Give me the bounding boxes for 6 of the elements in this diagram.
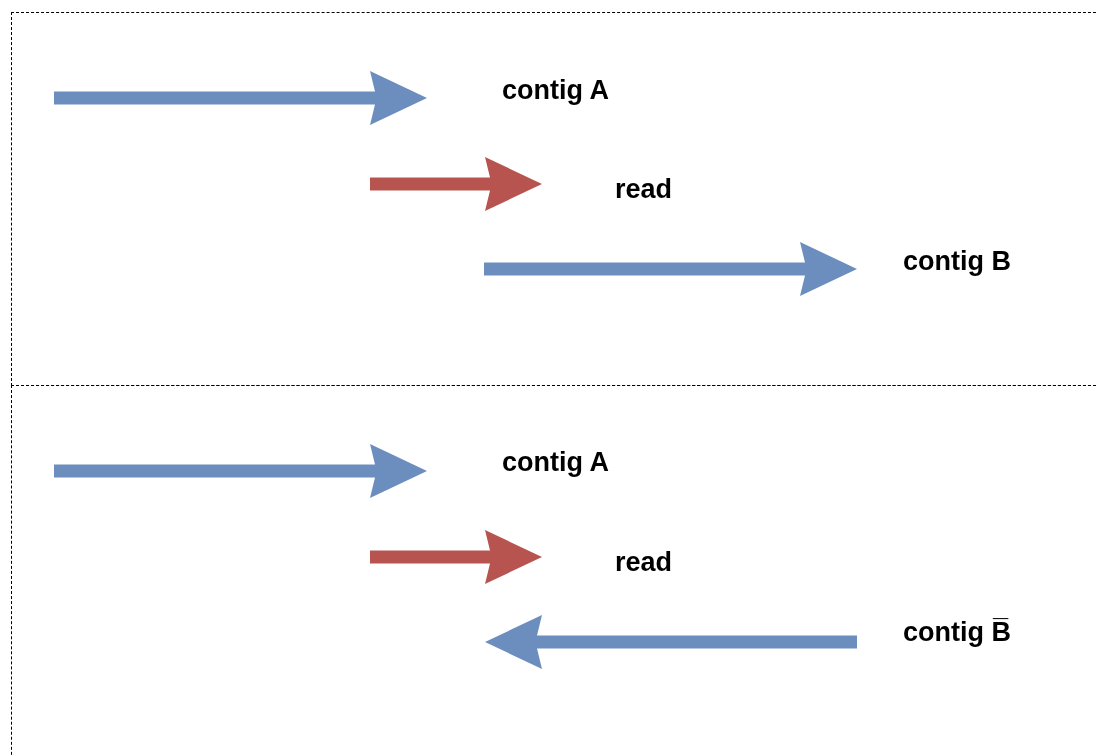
sequence-label: contig A <box>502 74 609 107</box>
sequence-label: contig A <box>502 446 609 479</box>
sequence-label: read <box>615 173 673 206</box>
sequence-label: contig B̅ <box>903 616 1011 649</box>
sequence-label: contig B <box>903 245 1011 278</box>
sequence-label: read <box>615 546 673 579</box>
